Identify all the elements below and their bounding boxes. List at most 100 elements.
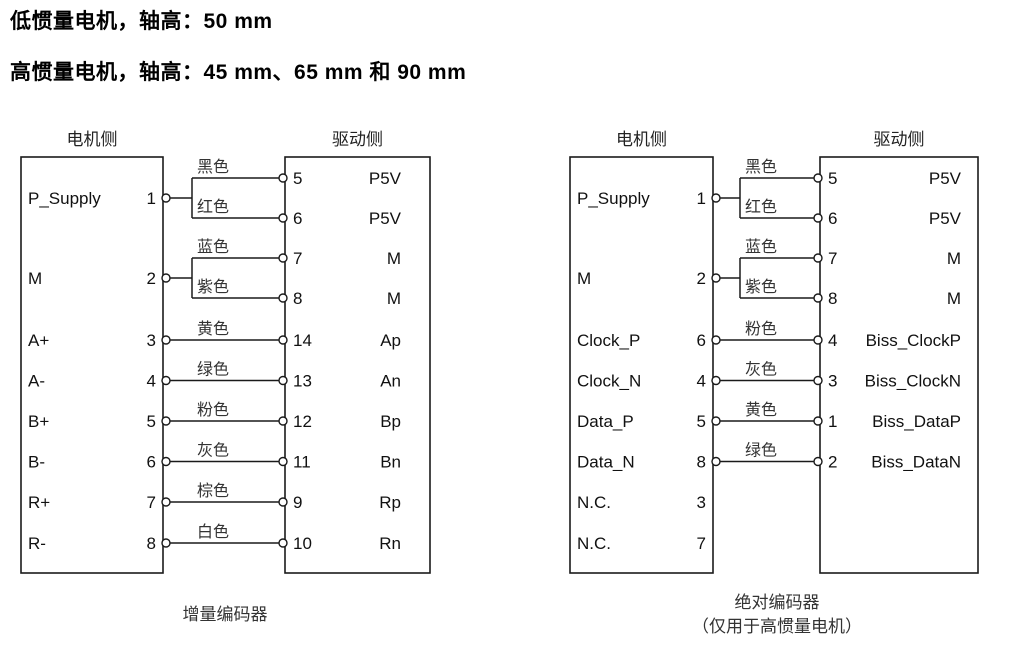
drive-pin-terminal-circle <box>278 497 288 507</box>
drive-pin-signal: M <box>947 289 961 308</box>
wire-color-label: 白色 <box>197 523 229 541</box>
motor-pin-signal: Clock_N <box>577 372 641 391</box>
motor-pin-number: 5 <box>697 412 706 431</box>
motor-pin-terminal-circle <box>161 538 171 548</box>
drive-side-title: 驱动侧 <box>332 130 383 149</box>
wire-color-label: 绿色 <box>197 361 229 379</box>
motor-pin-signal: B- <box>28 453 45 472</box>
motor-pin-number: 4 <box>697 372 706 391</box>
drive-pin-signal: Bp <box>380 412 401 431</box>
motor-side-box <box>20 156 164 574</box>
motor-pin-terminal-circle <box>161 193 171 203</box>
motor-pin-terminal-circle <box>161 375 171 386</box>
motor-pin-terminal-circle <box>711 335 721 345</box>
motor-pin-number: 7 <box>697 534 706 553</box>
motor-pin-signal: M <box>28 269 42 288</box>
motor-pin-signal: P_Supply <box>28 189 101 208</box>
drive-pin-number: 8 <box>293 289 302 308</box>
motor-pin-number: 4 <box>147 372 156 391</box>
wire-color-label: 红色 <box>197 198 229 216</box>
drive-pin-signal: Biss_DataP <box>872 412 961 431</box>
motor-pin-terminal-circle <box>161 273 171 283</box>
wire-color-label: 蓝色 <box>745 238 777 256</box>
motor-side-title: 电机侧 <box>616 130 667 149</box>
drive-pin-signal: Ap <box>380 331 401 350</box>
drive-pin-number: 1 <box>828 412 837 431</box>
drive-pin-signal: M <box>947 249 961 268</box>
drive-pin-number: 13 <box>293 372 312 391</box>
diagram-caption: 增量编码器 <box>183 605 268 624</box>
drive-side-box <box>819 156 979 574</box>
drive-pin-terminal-circle <box>813 335 823 345</box>
drive-pin-terminal-circle <box>278 213 288 223</box>
motor-pin-number: 1 <box>147 189 156 208</box>
motor-pin-number: 3 <box>147 331 156 350</box>
wire-color-label: 红色 <box>745 198 777 216</box>
drive-pin-terminal-circle <box>813 173 823 183</box>
drive-pin-terminal-circle <box>813 213 823 223</box>
motor-pin-number: 6 <box>697 331 706 350</box>
motor-pin-signal: N.C. <box>577 493 611 512</box>
motor-pin-number: 8 <box>147 534 156 553</box>
drive-pin-number: 7 <box>293 249 302 268</box>
motor-pin-terminal-circle <box>711 193 721 203</box>
wire-color-label: 黄色 <box>197 320 229 338</box>
drive-pin-number: 11 <box>293 453 311 472</box>
drive-pin-number: 5 <box>828 169 837 188</box>
drive-pin-number: 6 <box>293 209 302 228</box>
motor-side-title: 电机侧 <box>67 130 118 149</box>
motor-side-box <box>569 156 714 574</box>
motor-pin-signal: R- <box>28 534 46 553</box>
drive-pin-signal: Biss_ClockP <box>866 331 961 350</box>
diagram-caption: （仅用于高惯量电机） <box>692 617 862 636</box>
drive-pin-terminal-circle <box>278 173 288 183</box>
motor-pin-signal: B+ <box>28 412 49 431</box>
drive-pin-number: 12 <box>293 412 312 431</box>
motor-pin-terminal-circle <box>711 375 721 386</box>
wire-color-label: 粉色 <box>197 401 229 419</box>
motor-pin-number: 1 <box>697 189 706 208</box>
motor-pin-number: 2 <box>697 269 706 288</box>
drive-pin-signal: An <box>380 372 401 391</box>
wire-color-label: 黄色 <box>745 401 777 419</box>
drive-pin-signal: Rp <box>379 493 401 512</box>
motor-pin-number: 8 <box>697 453 706 472</box>
motor-pin-number: 7 <box>147 493 156 512</box>
wire-color-label: 紫色 <box>197 278 229 296</box>
drive-pin-signal: P5V <box>369 209 402 228</box>
wire-color-label: 紫色 <box>745 278 777 296</box>
drive-pin-terminal-circle <box>278 375 288 386</box>
drive-pin-terminal-circle <box>813 456 823 467</box>
drive-pin-signal: Bn <box>380 453 401 472</box>
drive-pin-number: 8 <box>828 289 837 308</box>
motor-pin-terminal-circle <box>161 416 171 426</box>
motor-pin-signal: N.C. <box>577 534 611 553</box>
motor-pin-number: 2 <box>147 269 156 288</box>
motor-pin-terminal-circle <box>711 416 721 426</box>
wire-color-label: 灰色 <box>745 361 777 379</box>
drive-pin-terminal-circle <box>813 375 823 386</box>
motor-pin-signal: Clock_P <box>577 331 640 350</box>
drive-pin-signal: M <box>387 289 401 308</box>
drive-pin-signal: P5V <box>929 169 962 188</box>
diagram-caption: 绝对编码器 <box>735 593 820 612</box>
motor-pin-signal: M <box>577 269 591 288</box>
drive-pin-signal: Rn <box>379 534 401 553</box>
wire-color-label: 棕色 <box>197 482 229 500</box>
drive-pin-terminal-circle <box>813 293 823 303</box>
drive-pin-signal: M <box>387 249 401 268</box>
motor-pin-terminal-circle <box>711 273 721 283</box>
wire-color-label: 绿色 <box>745 442 777 460</box>
motor-pin-signal: R+ <box>28 493 50 512</box>
wire-color-label: 灰色 <box>197 442 229 460</box>
heading-low-inertia-motor: 低惯量电机，轴高：50 mm <box>10 10 273 33</box>
drive-pin-terminal-circle <box>278 538 288 548</box>
drive-pin-number: 2 <box>828 453 837 472</box>
motor-pin-signal: Data_N <box>577 453 635 472</box>
motor-pin-terminal-circle <box>161 497 171 507</box>
motor-pin-signal: A+ <box>28 331 49 350</box>
wire-color-label: 黑色 <box>197 158 229 176</box>
wire-color-label: 粉色 <box>745 320 777 338</box>
